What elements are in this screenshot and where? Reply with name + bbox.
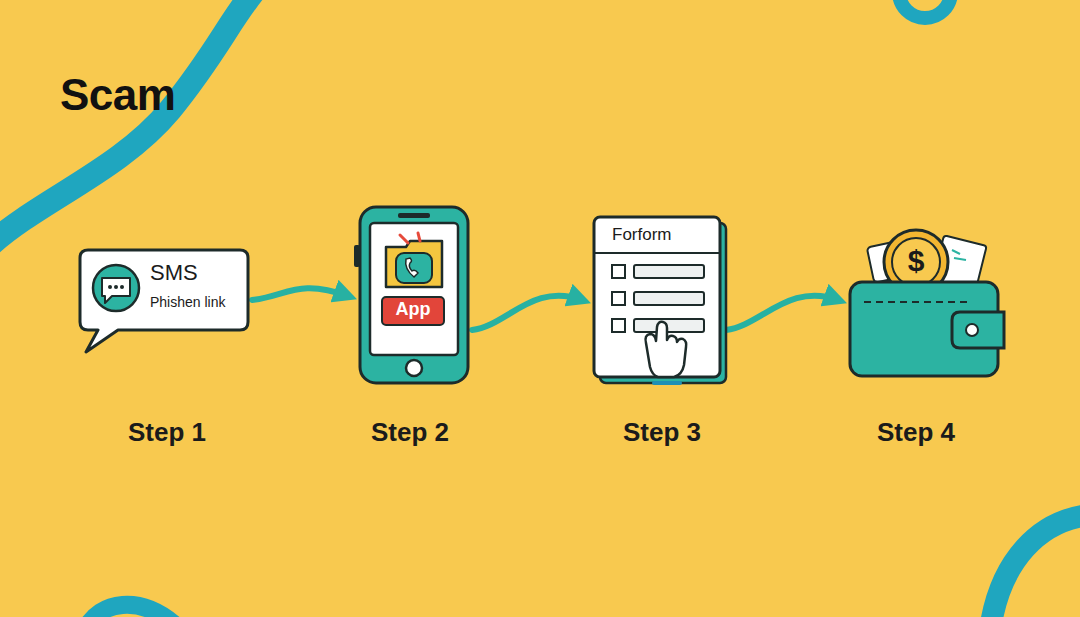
step-label: Step 3 bbox=[623, 418, 701, 448]
phone-app-icon bbox=[358, 205, 470, 385]
form-heading: Forform bbox=[612, 225, 672, 245]
flow-arrow bbox=[252, 288, 348, 300]
flow-arrow bbox=[472, 296, 582, 330]
link-label: Phishen link bbox=[150, 294, 226, 310]
decor-ring bbox=[899, 0, 951, 18]
wallet: $Step 4 bbox=[848, 232, 1004, 378]
decor-arc bbox=[0, 0, 255, 245]
sms-label: SMS bbox=[150, 260, 198, 285]
decor-arc bbox=[990, 515, 1080, 617]
app-button-label: App bbox=[396, 299, 431, 320]
step-label: Step 1 bbox=[128, 418, 206, 448]
sms-bubble: SMSPhishen linkStep 1 bbox=[78, 248, 250, 332]
decor-arc bbox=[85, 605, 175, 617]
form-sheet: ForformStep 3 bbox=[592, 215, 724, 383]
flow-arrow bbox=[726, 296, 838, 330]
step-label: Step 4 bbox=[877, 418, 955, 448]
wallet-icon bbox=[848, 232, 1004, 378]
phone-app: AppStep 2 bbox=[358, 205, 470, 385]
diagram-title: Scam bbox=[60, 70, 175, 120]
coin-symbol: $ bbox=[908, 244, 925, 279]
step-label: Step 2 bbox=[371, 418, 449, 448]
